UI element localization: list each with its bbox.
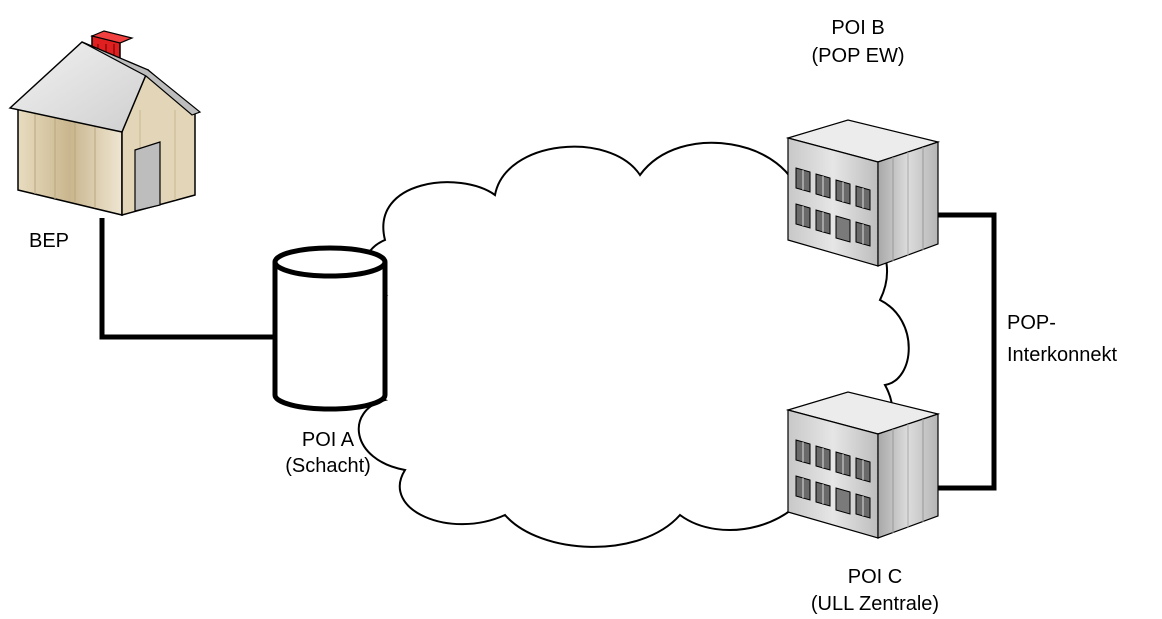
interconnect-label-line2: Interkonnekt (1007, 344, 1118, 366)
poi-a-label-line1: POI A (302, 429, 355, 451)
poi-b-label-line2: (POP EW) (812, 45, 905, 67)
interconnect-label-line1: POP- (1007, 312, 1056, 334)
bep-label: BEP (29, 230, 69, 252)
poi-b-label-line1: POI B (831, 17, 884, 39)
poi-a-label-line2: (Schacht) (285, 455, 371, 477)
link-pop-interconnect (935, 212, 997, 491)
link-bep-poi-a (99, 218, 275, 340)
house-icon (8, 30, 202, 216)
building-icon (787, 119, 939, 267)
building-icon (787, 391, 939, 539)
manhole-cylinder-icon (272, 245, 388, 412)
poi-c-label-line2: (ULL Zentrale) (811, 593, 939, 615)
poi-c-label-line1: POI C (848, 566, 902, 588)
